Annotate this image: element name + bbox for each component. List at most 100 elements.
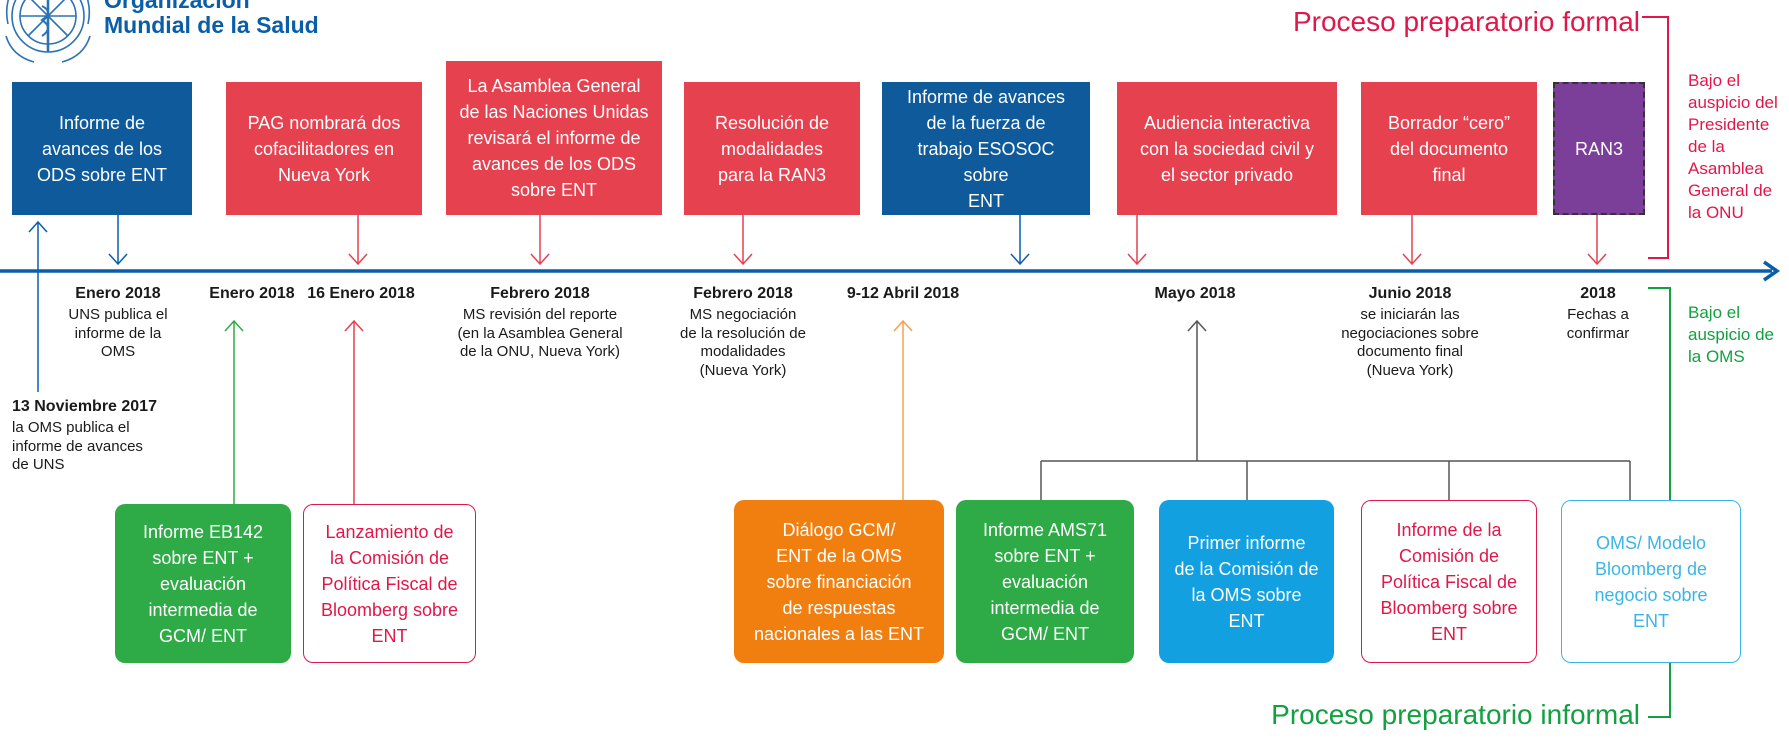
box-line: avances de los [41,138,163,159]
arrow-box7 [1402,215,1422,266]
box-line: Nueva York [277,164,371,185]
desc-line: Fechas a [1567,306,1629,323]
box-line: con la sociedad civil y [1139,138,1315,159]
bottom-box-bloomberg-report: Informe de la Comisión de Política Fiscal … [1361,500,1537,663]
box-line: Informe AMS71 [982,519,1108,540]
arrow-box3 [530,215,550,266]
arrow-box4 [733,215,753,266]
box-line: cofacilitadores en [253,138,395,159]
desc-line: de la resolución de [680,324,806,342]
box-line: ENT [1430,623,1467,644]
arrow-nov2017 [28,220,48,392]
top-box-interactive-hearing: Audiencia interactiva con la sociedad civ… [1117,82,1337,215]
box-line: sobre ENT [510,180,597,200]
date-16-enero-2018: 16 Enero 2018 [307,285,415,302]
timeline-arrow-head [1763,260,1781,282]
date-febrero-2018-b: Febrero 2018 [693,285,793,302]
desc-line: se iniciarán las [1360,306,1460,323]
box-line: negocio sobre [1594,584,1708,605]
date-junio-2018: Junio 2018 [1368,285,1452,302]
box-line: PAG nombrará dos [247,112,401,133]
date-mayo-2018: Mayo 2018 [1154,285,1236,302]
arrow-box5 [1010,215,1030,266]
desc-line: modalidades [700,343,786,360]
box-line: intermedia de [990,597,1100,618]
bottom-box-ams71-report: Informe AMS71 sobre ENT + evaluación interm… [956,500,1134,663]
desc-line: OMS [100,343,136,360]
box-line: Diálogo GCM/ [782,519,896,540]
box-line: evaluación [159,573,247,594]
top-box-ran3: RAN3 [1553,82,1645,215]
box-line: Lanzamiento de [325,521,454,542]
box-line: sobre ENT + [994,545,1096,566]
box-line: Bloomberg de [1594,558,1708,579]
box-line: Informe de la [1396,519,1502,540]
box-line: revisará el informe de [467,128,641,148]
box-line: ENT de la OMS [776,545,902,566]
box-line: de las Naciones Unidas [459,102,649,122]
desc-line: informe de la [74,324,162,342]
box-line: GCM/ ENT [1001,623,1089,644]
box-line: el sector privado [1160,164,1294,185]
box-line: Audiencia interactiva [1143,112,1311,133]
box-line: La Asamblea General [467,76,641,96]
box-line: Primer informe [1187,532,1306,553]
who-logo-text: Organización Mundial de la Salud [104,0,319,38]
top-box-modalities-resolution: Resolución de modalidades para la RAN3 [684,82,860,215]
box-line: para la RAN3 [717,164,827,185]
desc-line: confirmar [1566,324,1630,342]
box-line: la Comisión de [329,547,450,568]
desc-line: (en la Asamblea General [457,324,623,342]
box-line: de la fuerza de [926,112,1046,133]
box-line: ENT [1633,610,1669,631]
box-line: final [1432,164,1466,185]
box-line: evaluación [1001,571,1089,592]
box-line: Informe de avances [906,86,1066,107]
box-line: Política Fiscal de [321,573,458,594]
desc-line: (Nueva York) [1366,361,1454,379]
date-enero-2018-b: Enero 2018 [209,285,295,302]
desc-line: la OMS publica el [12,419,130,436]
desc-line: informe de avances [12,437,143,455]
desc-line: de UNS [12,456,65,473]
top-box-un-general-assembly: La Asamblea General de las Naciones Unida… [446,61,662,215]
box-line: Informe EB142 [142,521,264,542]
box-line: de respuestas [782,597,896,618]
box-line: Resolución de [714,112,830,133]
box-line: del documento [1389,138,1509,159]
box-line: Comisión de [1398,545,1500,566]
desc-line: MS revisión del reporte [462,306,618,323]
box-line: Bloomberg sobre [1380,597,1518,618]
date-2018: 2018 [1580,285,1616,302]
box-line: nacionales a las ENT [753,623,925,644]
side-note-un-president: Bajo el auspicio del Presidente de la As… [1688,71,1778,222]
formal-bracket [1642,16,1669,259]
desc-line: UNS publica el [68,306,168,323]
box-line: modalidades [720,138,824,159]
arrow-dialogo [893,319,913,500]
box-line: GCM/ ENT [158,625,247,646]
box-line: OMS/ Modelo [1595,532,1707,553]
desc-line: MS negociación [689,306,797,323]
top-box-pag-cofacilitators: PAG nombrará dos cofacilitadores en Nueva … [226,82,422,215]
date-enero-2018-a: Enero 2018 [75,285,161,302]
box-line: Informe de [58,112,146,133]
arrow-box1 [108,215,128,266]
box-line: Política Fiscal de [1380,571,1518,592]
tree-mayo2018 [1040,319,1631,500]
desc-line: de la ONU, Nueva York) [459,343,621,360]
box-line: de la Comisión de [1174,558,1319,579]
logo-line1: Organización [104,0,250,13]
box-line: avances de los ODS [471,154,637,174]
date-9-12-abril-2018: 9-12 Abril 2018 [846,285,960,302]
